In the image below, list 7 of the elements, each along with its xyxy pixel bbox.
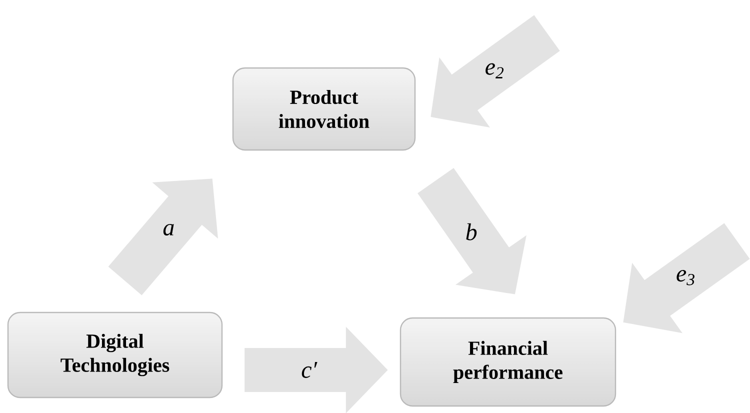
process-box: Financial performance	[400, 317, 616, 407]
edge-label: e$_{3}$	[674, 269, 697, 286]
edge-label: c′	[300, 361, 318, 379]
process-box: Product innovation	[232, 67, 416, 151]
edge-label: e$_{2}$	[484, 62, 506, 80]
edge-label: a	[162, 222, 176, 237]
process-box: Digital Technologies	[7, 312, 223, 398]
